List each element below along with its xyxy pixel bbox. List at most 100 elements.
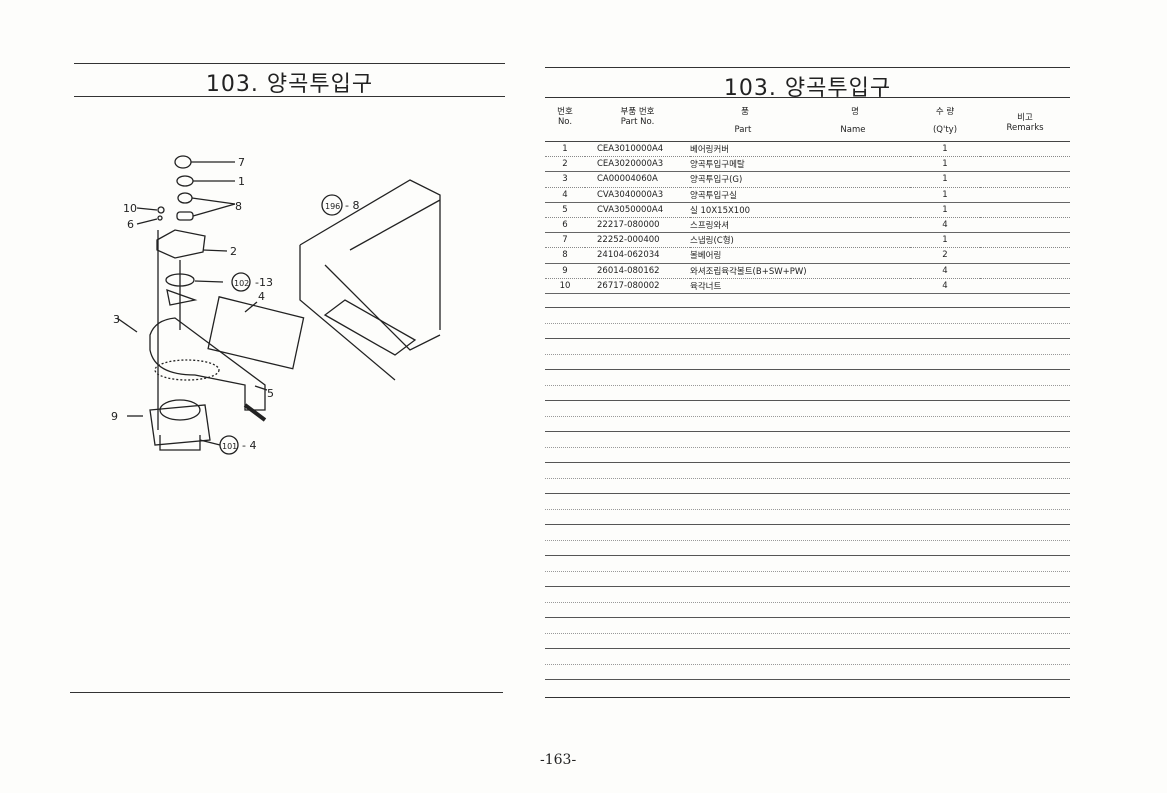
cell-qty: 1 <box>910 141 980 158</box>
bearing-cover-part <box>176 175 194 187</box>
cell-name: 양곡투입구메탈 <box>690 156 910 173</box>
ruled-line <box>545 369 1070 370</box>
page-number: -163- <box>540 752 577 768</box>
callout-102: 102 <box>234 279 249 288</box>
cell-no: 10 <box>545 278 585 294</box>
cell-remarks <box>980 263 1070 279</box>
cell-qty: 1 <box>910 156 980 173</box>
callout-2: 2 <box>230 245 237 258</box>
cell-remarks <box>980 278 1070 294</box>
callout-13: -13 <box>255 276 273 289</box>
right-page-title: 103. 양곡투입구 <box>723 76 892 101</box>
ball-bearing-part <box>176 211 194 221</box>
callout-1: 1 <box>238 175 245 188</box>
cell-name: 양곡투입구실 <box>690 187 910 203</box>
cell-part-no: 26717-080002 <box>585 278 690 294</box>
cell-name: 실 10X15X100 <box>690 202 910 218</box>
ruled-line <box>545 632 1070 634</box>
callout-4-seal: 4 <box>258 290 265 303</box>
ruled-line <box>545 570 1070 572</box>
cell-part-no: CA00004060A <box>585 171 690 188</box>
header-no-en: No. <box>557 117 573 127</box>
cell-part-no: CVA3040000A3 <box>585 187 690 203</box>
cell-remarks <box>980 232 1070 249</box>
cell-name: 스프링와셔 <box>690 217 910 234</box>
title-top-rule <box>74 63 505 64</box>
ruled-line <box>545 338 1070 339</box>
cell-remarks <box>980 141 1070 158</box>
cell-part-no: 22217-080000 <box>585 217 690 234</box>
left-bottom-rule <box>70 692 503 693</box>
ruled-line <box>545 307 1070 308</box>
ruled-line <box>545 477 1070 479</box>
ruled-line <box>545 586 1070 587</box>
ruled-line <box>545 446 1070 448</box>
ruled-line <box>545 617 1070 618</box>
cell-qty: 2 <box>910 247 980 264</box>
header-part-no-en: Part No. <box>620 117 655 127</box>
header-name-ko-2: 명 <box>851 107 859 117</box>
ball-bearing-part <box>177 192 193 204</box>
cell-remarks <box>980 171 1070 188</box>
cell-no: 6 <box>545 217 585 234</box>
callout-101-4: - 4 <box>242 439 256 452</box>
cell-remarks <box>980 247 1070 264</box>
cell-remarks <box>980 217 1070 234</box>
callout-196-8: - 8 <box>345 199 359 212</box>
header-part-no-ko: 부품 번호 <box>620 107 655 117</box>
title-bottom-rule <box>74 96 505 97</box>
callout-101: 101 <box>222 442 237 451</box>
cell-name: 와셔조립육각볼트(B+SW+PW) <box>690 263 910 279</box>
callout-6: 6 <box>127 218 134 231</box>
ruled-line <box>545 601 1070 603</box>
grain-inlet-seal-part <box>207 296 305 370</box>
cell-part-no: CEA3020000A3 <box>585 156 690 173</box>
title-bottom-rule <box>545 97 1070 98</box>
header-no-ko: 번호 <box>557 107 573 117</box>
ruled-line <box>545 322 1070 324</box>
cell-remarks <box>980 202 1070 218</box>
cell-remarks <box>980 187 1070 203</box>
header-remarks-ko: 비고 <box>1017 113 1033 123</box>
callout-10: 10 <box>123 202 137 215</box>
header-qty-en: (Q'ty) <box>932 125 958 135</box>
header-name-ko-1: 품 <box>741 107 749 117</box>
cell-name: 양곡투입구(G) <box>690 171 910 188</box>
cell-remarks <box>980 156 1070 173</box>
cell-no: 3 <box>545 171 585 188</box>
ruled-line <box>545 508 1070 510</box>
header-name-en-1: Part <box>734 125 752 135</box>
ruled-line <box>545 493 1070 494</box>
callout-9: 9 <box>111 410 118 423</box>
mount-plate-part <box>149 404 211 446</box>
ruled-line <box>545 539 1070 541</box>
metal-bracket-part <box>156 229 206 259</box>
cell-name: 베어링커버 <box>690 141 910 158</box>
title-top-rule <box>545 67 1070 68</box>
callout-7: 7 <box>238 156 245 169</box>
cell-name: 육각너트 <box>690 278 910 294</box>
exploded-parts-diagram: 7 1 8 10 6 2 102 -13 4 3 5 9 101 - 4 196… <box>111 155 441 455</box>
cell-qty: 1 <box>910 202 980 218</box>
ruled-line <box>545 524 1070 525</box>
grain-inlet-part <box>149 317 266 411</box>
ruled-line <box>545 555 1070 556</box>
ruled-line <box>545 648 1070 649</box>
cell-qty: 4 <box>910 263 980 279</box>
cell-part-no: 24104-062034 <box>585 247 690 264</box>
ruled-line <box>545 384 1070 386</box>
snap-ring-part <box>174 155 192 169</box>
ruled-line <box>545 679 1070 680</box>
cell-qty: 1 <box>910 171 980 188</box>
